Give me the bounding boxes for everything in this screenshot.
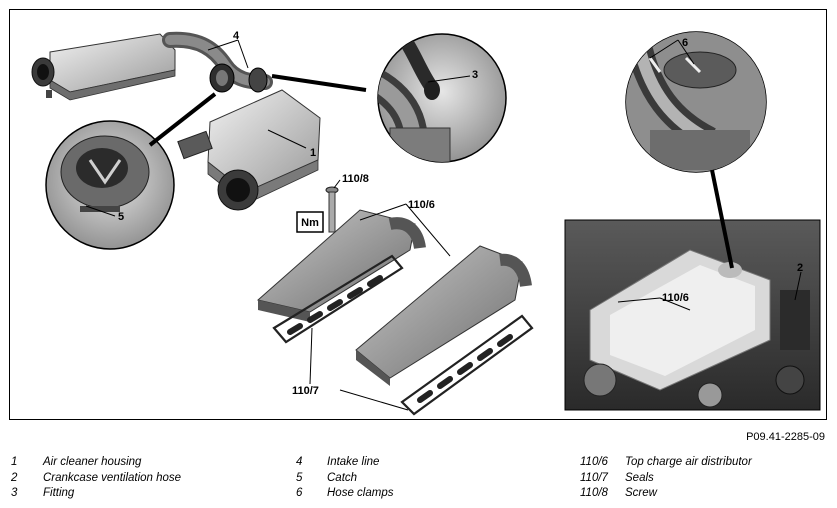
exploded-view-figure: Nm 4 3 1 5 6 2 — [9, 9, 827, 420]
legend-number: 5 — [296, 471, 303, 484]
torque-symbol-label: Nm — [301, 217, 319, 229]
intake-line — [162, 31, 273, 93]
legend-number: 3 — [11, 487, 18, 499]
legend-label: Crankcase ventilation hose — [43, 471, 182, 484]
seal-right — [400, 314, 534, 416]
legend-label: Intake line — [327, 456, 380, 468]
screw — [325, 186, 339, 233]
charge-air-distributor-right — [355, 245, 532, 386]
legend-column-3: 110/6 Top charge air distributor 110/7 Sea… — [580, 455, 752, 502]
callout-6: 6 — [682, 37, 688, 49]
air-cleaner-upper — [31, 33, 176, 101]
legend-label: Hose clamps — [327, 487, 394, 499]
legend-label: Seals — [625, 471, 654, 484]
legend-label: Catch — [327, 471, 358, 484]
legend-column-2: 4 Intake line 5 Catch 6 Hose clamps — [296, 455, 393, 502]
torque-symbol-box: Nm — [296, 211, 324, 233]
legend-item: 6 Hose clamps — [296, 486, 393, 502]
legend-number: 4 — [296, 456, 303, 468]
legend-item: 110/6 Top charge air distributor — [580, 455, 752, 471]
legend-number: 6 — [296, 487, 303, 499]
legend-number: 110/8 — [580, 487, 608, 499]
callout-110-8: 110/8 — [342, 173, 369, 185]
legend-item: 4 Intake line — [296, 455, 393, 471]
figure-reference: P09.41-2285-09 — [746, 431, 825, 443]
air-cleaner-housing — [177, 89, 321, 211]
callout-2: 2 — [797, 262, 803, 274]
legend-label: Fitting — [43, 487, 75, 499]
callout-labels: 4 3 1 5 6 2 110/8 110/6 110/6 110/7 — [118, 30, 803, 397]
leader-lines — [85, 39, 802, 411]
legend-item: 5 Catch — [296, 471, 393, 487]
callout-110-6-photo: 110/6 — [662, 292, 689, 304]
callout-5: 5 — [118, 211, 124, 223]
legend-label: Air cleaner housing — [43, 456, 142, 468]
detail-circle-catch — [45, 120, 175, 250]
callout-4: 4 — [233, 30, 240, 42]
engine-photo — [564, 219, 821, 411]
legend-item: 1 Air cleaner housing — [11, 455, 181, 471]
callout-3: 3 — [472, 69, 478, 81]
legend-label: Top charge air distributor — [625, 456, 752, 468]
legend-item: 110/7 Seals — [580, 471, 752, 487]
detail-circle-fitting — [377, 33, 507, 163]
seal-left — [272, 254, 404, 344]
legend-item: 110/8 Screw — [580, 486, 752, 502]
legend-column-1: 1 Air cleaner housing 2 Crankcase ventilat… — [11, 455, 181, 502]
callout-110-7: 110/7 — [292, 385, 319, 397]
legend-number: 2 — [11, 471, 18, 484]
detail-circle-hose-clamps — [625, 31, 767, 173]
legend-item: 3 Fitting — [11, 486, 181, 502]
legend-item: 2 Crankcase ventilation hose — [11, 471, 181, 487]
charge-air-distributor-left — [256, 209, 426, 322]
callout-110-6-parts: 110/6 — [408, 199, 435, 211]
legend-number: 1 — [11, 456, 18, 468]
diagram-canvas: Nm 4 3 1 5 6 2 — [31, 30, 821, 416]
callout-1: 1 — [310, 147, 316, 159]
legend-label: Screw — [625, 487, 657, 499]
legend-number: 110/7 — [580, 471, 608, 484]
legend-number: 110/6 — [580, 456, 608, 468]
